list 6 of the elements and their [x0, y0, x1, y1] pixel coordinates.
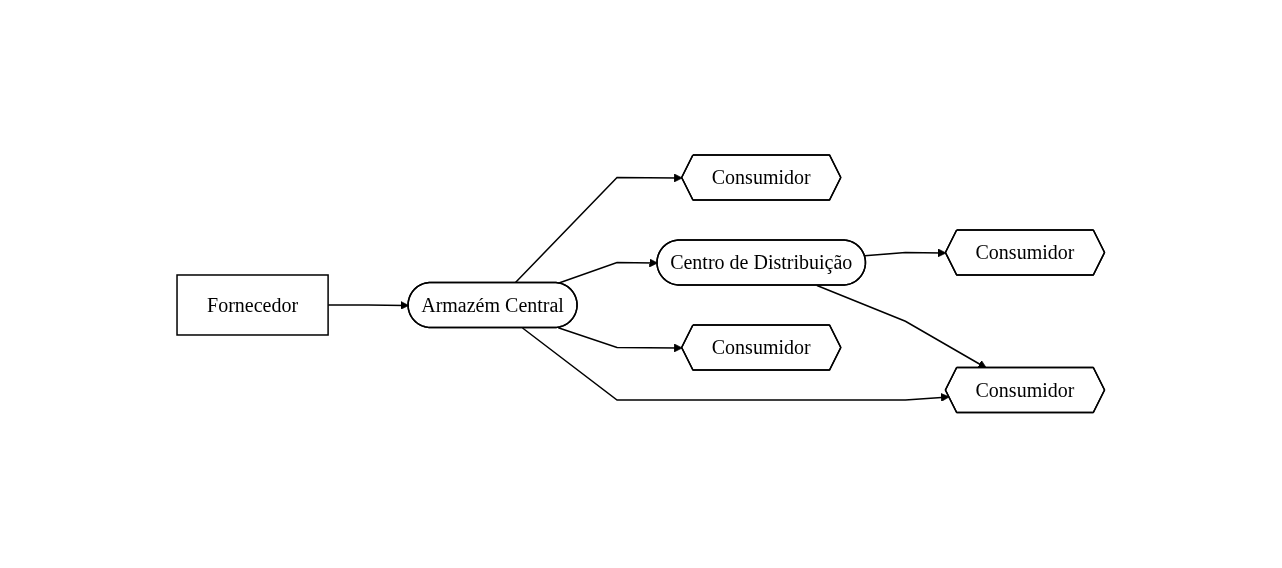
arrow — [557, 327, 683, 353]
arrow — [816, 285, 987, 369]
node-box: Fornecedor — [176, 274, 330, 336]
arrow — [514, 173, 683, 284]
arrow — [522, 327, 950, 403]
arrow — [864, 248, 947, 258]
